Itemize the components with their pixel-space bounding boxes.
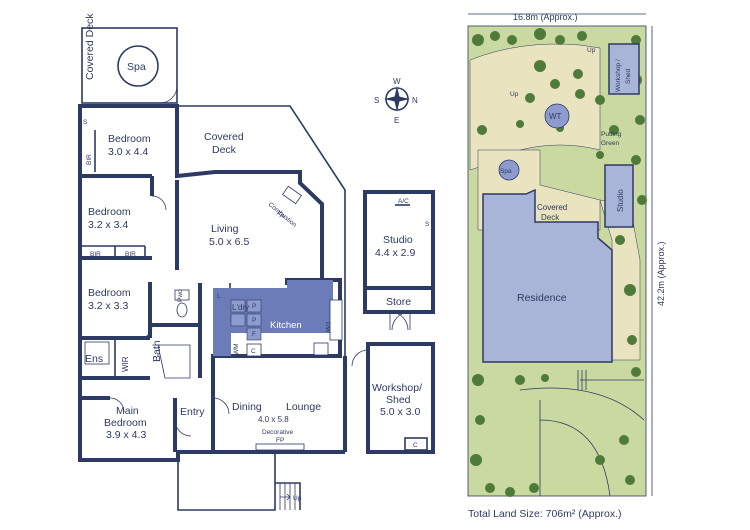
dining-label: Dining: [232, 401, 262, 413]
fixture-c-1: C: [251, 348, 256, 355]
site-width-label: 16.8m (Approx.): [513, 12, 578, 22]
bedroom3-label: Bedroom: [88, 287, 131, 299]
putting-green-2: Green: [601, 140, 619, 147]
studio-size: 4.4 x 2.9: [375, 247, 415, 259]
fixture-f: F: [252, 331, 256, 338]
fixture-bir-1: BIR: [86, 154, 93, 165]
site-covered-deck-1: Covered: [537, 203, 567, 212]
site-workshop: [608, 43, 640, 95]
compass-rose: W S N E: [374, 77, 418, 125]
spa-circle: [117, 45, 159, 87]
dining-lounge-size: 4.0 x 5.8: [258, 415, 289, 424]
workshop-label-2: Shed: [386, 394, 411, 406]
fixture-wm: WM: [233, 343, 240, 355]
main-bedroom-label-2: Bedroom: [104, 417, 147, 429]
covered-deck-outline: [177, 105, 346, 356]
site-up-2: Up: [510, 91, 519, 98]
combustion-fp-2: FP: [275, 210, 286, 221]
entry-label: Entry: [180, 406, 205, 418]
compass-w: W: [393, 77, 401, 86]
compass-e: E: [394, 116, 399, 125]
workshop-size: 5.0 x 3.0: [380, 406, 420, 418]
ens-label: Ens: [85, 353, 103, 365]
lounge-label: Lounge: [286, 401, 321, 413]
laundry-label: L'dry: [232, 303, 249, 312]
covered-deck-label-1: Covered: [204, 131, 244, 143]
covered-deck-label-2: Deck: [212, 144, 237, 156]
main-bedroom-size: 3.9 x 4.3: [106, 429, 146, 441]
fixture-s-2: S: [425, 221, 430, 228]
kitchen-label: Kitchen: [270, 320, 302, 331]
bedroom1-size: 3.0 x 4.4: [108, 146, 148, 158]
site-covered-deck-2: Deck: [541, 213, 560, 222]
water-tank: [544, 103, 570, 129]
wir-label: WIR: [121, 356, 130, 372]
spa-label: Spa: [127, 61, 146, 73]
living-size: 5.0 x 6.5: [209, 236, 249, 248]
fixture-pwd: Pwd: [177, 289, 184, 302]
site-workshop-1: Workshop /: [615, 59, 622, 92]
fixture-c-2: C: [413, 442, 418, 449]
fixture-ac: A/C: [398, 198, 409, 205]
bedroom2-size: 3.2 x 3.4: [88, 219, 128, 231]
site-wt-label: WT: [549, 112, 562, 121]
site-workshop-2: Shed: [625, 68, 632, 84]
decorative-fp-2: FP: [276, 437, 284, 444]
compass-s: S: [374, 96, 379, 105]
fixture-bir-3: BIR: [125, 251, 136, 258]
main-bedroom-label-1: Main: [116, 405, 139, 417]
compass-n: N: [412, 96, 418, 105]
fixture-bir-2: BIR: [90, 251, 101, 258]
fixture-dw: DW: [324, 322, 331, 334]
living-label: Living: [211, 223, 239, 235]
site-plan: 16.8m (Approx.) 42.2m (Approx.) Residenc…: [467, 12, 666, 520]
workshop-outline: [351, 342, 435, 454]
site-residence-label: Residence: [517, 292, 567, 304]
entry-porch-outline: [177, 452, 276, 511]
decorative-fp-1: Decorative: [262, 429, 293, 436]
fixture-l: L: [217, 293, 221, 300]
covered-deck-top-label: Covered Deck: [84, 13, 96, 80]
bedroom2-label: Bedroom: [88, 206, 131, 218]
site-residence: [482, 188, 613, 363]
fixture-p-2: P: [252, 317, 256, 324]
covered-deck-spa-outline: [81, 27, 178, 104]
studio-label: Studio: [383, 234, 413, 246]
site-depth-label: 42.2m (Approx.): [656, 241, 666, 306]
fixture-s-1: S: [83, 119, 88, 126]
site-spa: [498, 159, 520, 181]
site-up-1: Up: [587, 47, 596, 54]
kitchen-block: [213, 280, 343, 357]
bedroom3-size: 3.2 x 3.3: [88, 300, 128, 312]
workshop-label-1: Workshop/: [372, 382, 422, 394]
site-studio-label: Studio: [616, 189, 625, 212]
studio-outline: [363, 190, 435, 331]
putting-green-1: Putting: [601, 131, 622, 138]
bedroom1-label: Bedroom: [108, 133, 151, 145]
bath-label: Bath: [151, 340, 163, 362]
store-label: Store: [386, 296, 411, 308]
up-label: Up: [293, 495, 302, 502]
site-studio: [604, 164, 634, 228]
total-land-size: Total Land Size: 706m² (Approx.): [468, 508, 622, 520]
fixture-p-1: P: [252, 303, 256, 310]
site-spa-label: Spa: [500, 168, 512, 175]
